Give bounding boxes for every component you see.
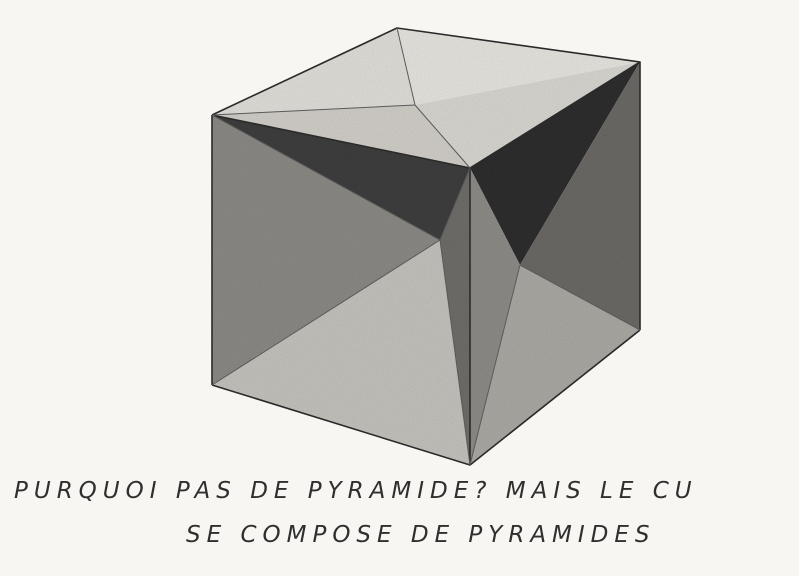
handwritten-caption-line-1: PURQUOI PAS DE PYRAMIDE? MAIS LE CU <box>0 478 799 504</box>
top-face-left-pyramid <box>212 28 415 115</box>
cube-pyramids-drawing <box>0 0 799 480</box>
handwritten-caption-line-2: SE COMPOSE DE PYRAMIDES <box>0 522 799 548</box>
front-face <box>212 115 470 465</box>
